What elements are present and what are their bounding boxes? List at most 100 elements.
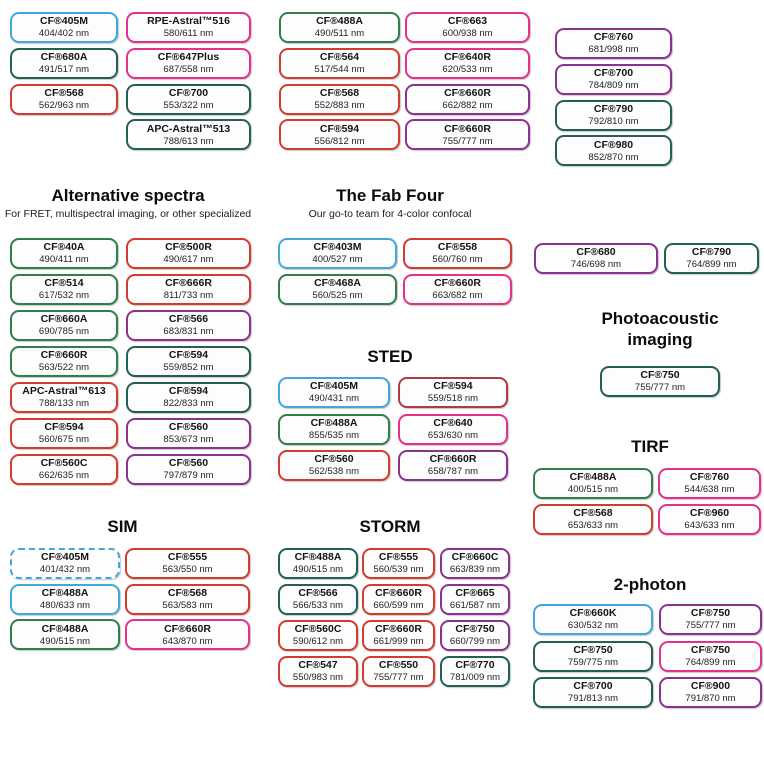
dye-ex-em-values: 788/133 nm <box>38 398 90 410</box>
dye-ex-em-values: 781/009 nm <box>449 672 501 684</box>
dye-name: CF®560C <box>294 623 342 636</box>
dye-name: CF®594 <box>168 385 209 398</box>
dye-name: CF®770 <box>455 659 495 672</box>
dye-name: CF®488A <box>41 622 89 635</box>
dye-name: CF®660R <box>164 622 211 635</box>
dye-ex-em-values: 617/532 nm <box>38 290 90 302</box>
dye-name: APC-Astral™513 <box>146 122 231 135</box>
dye-name: CF®750 <box>455 623 495 636</box>
dye-ex-em-values: 400/527 nm <box>312 254 363 266</box>
dye-ex-em-values: 662/635 nm <box>38 470 90 482</box>
dye-name: CF®700 <box>573 680 613 693</box>
dye-ex-em-values: 797/879 nm <box>163 470 214 482</box>
dye-name: CF®555 <box>378 551 419 564</box>
sim-title: SIM <box>107 517 138 536</box>
dye-ex-em-values: 683/831 nm <box>163 326 214 338</box>
dye-name: CF®560 <box>168 421 209 434</box>
dye-name: CF®514 <box>44 277 84 290</box>
dye-ex-em-values: 560/675 nm <box>38 434 90 446</box>
dye-name: CF®760 <box>689 471 730 484</box>
dye-ex-em-values: 562/963 nm <box>38 99 90 111</box>
dye-name: CF®790 <box>593 102 634 115</box>
dye-name: CF®568 <box>44 86 84 99</box>
dye-ex-em-values: 755/777 nm <box>442 135 493 147</box>
dye-ex-em-values: 401/432 nm <box>39 564 91 576</box>
dye-ex-em-values: 746/698 nm <box>570 259 622 271</box>
dye-ex-em-values: 788/613 nm <box>163 135 214 147</box>
dye-ex-em-values: 490/431 nm <box>308 393 360 405</box>
dye-ex-em-values: 653/630 nm <box>427 429 479 441</box>
dye-ex-em-values: 661/999 nm <box>373 636 424 648</box>
dye-ex-em-values: 490/515 nm <box>39 635 91 647</box>
dye-name: CF®564 <box>319 51 360 64</box>
dye-ex-em-values: 630/532 nm <box>567 620 619 632</box>
dye-ex-em-values: 491/517 nm <box>38 64 90 76</box>
dye-name: CF®666R <box>165 277 212 290</box>
storm-title: STORM <box>359 517 421 536</box>
dye-name: CF®750 <box>640 369 680 382</box>
dye-ex-em-values: 553/322 nm <box>163 99 214 111</box>
dye-name: CF®594 <box>168 349 209 362</box>
dye-ex-em-values: 550/983 nm <box>292 672 344 684</box>
dye-name: CF®488A <box>569 471 617 484</box>
dye-name: CF®555 <box>167 551 208 564</box>
dye-name: CF®660R <box>444 86 491 99</box>
dye-name: CF®550 <box>378 659 419 672</box>
dye-ex-em-values: 600/938 nm <box>442 28 493 40</box>
dye-ex-em-values: 556/812 nm <box>314 135 365 147</box>
dye-ex-em-values: 580/611 nm <box>163 28 214 40</box>
dye-name: CF®660C <box>451 551 499 564</box>
dye-ex-em-values: 755/777 nm <box>685 620 736 632</box>
dye-name: CF®660R <box>429 453 477 466</box>
photoacoustic-title: Photoacoustic imaging <box>601 309 719 350</box>
dye-ex-em-values: 690/785 nm <box>38 326 90 338</box>
dye-ex-em-values: 563/522 nm <box>38 362 90 374</box>
dye-name: CF®700 <box>593 67 634 80</box>
tirf-title: TIRF <box>631 437 669 456</box>
dye-ex-em-values: 791/813 nm <box>567 693 619 705</box>
dye-name: CF®660A <box>40 313 88 326</box>
dye-name: CF®40A <box>43 241 85 254</box>
dye-ex-em-values: 490/515 nm <box>292 564 344 576</box>
dye-name: CF®488A <box>294 551 342 564</box>
dye-name: RPE-Astral™516 <box>147 15 230 28</box>
dye-ex-em-values: 490/511 nm <box>314 28 365 40</box>
